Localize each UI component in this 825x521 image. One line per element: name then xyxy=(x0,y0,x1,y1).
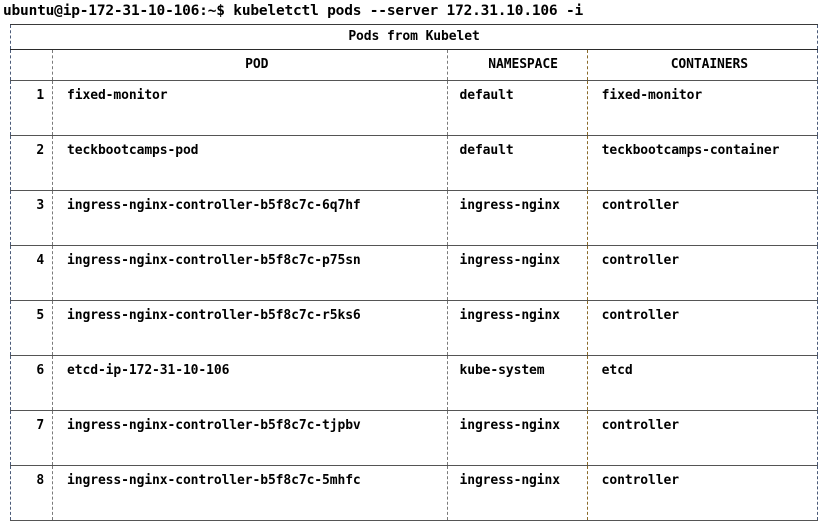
row-containers: teckbootcamps-container xyxy=(586,135,818,191)
row-namespace: default xyxy=(446,135,588,191)
row-containers: controller xyxy=(586,300,818,356)
table-row: 7 ingress-nginx-controller-b5f8c7c-tjpbv… xyxy=(10,410,818,466)
row-index: 5 xyxy=(10,300,53,356)
row-containers: controller xyxy=(586,245,818,301)
table-body: 1 fixed-monitor default fixed-monitor 2 … xyxy=(10,80,818,521)
row-index: 1 xyxy=(10,80,53,136)
row-namespace: ingress-nginx xyxy=(446,410,588,466)
row-pod: ingress-nginx-controller-b5f8c7c-5mhfc xyxy=(52,465,447,521)
row-containers: controller xyxy=(586,465,818,521)
terminal-window: ubuntu@ip-172-31-10-106:~$ kubeletctl po… xyxy=(3,3,818,521)
row-containers: etcd xyxy=(586,355,818,411)
row-pod: ingress-nginx-controller-b5f8c7c-tjpbv xyxy=(52,410,447,466)
row-pod: ingress-nginx-controller-b5f8c7c-6q7hf xyxy=(52,190,447,246)
row-index: 8 xyxy=(10,465,53,521)
row-namespace: ingress-nginx xyxy=(446,245,588,301)
pods-table: Pods from Kubelet POD NAMESPACE CONTAINE… xyxy=(10,24,818,521)
table-title: Pods from Kubelet xyxy=(10,24,818,50)
row-namespace: ingress-nginx xyxy=(446,190,588,246)
table-row: 6 etcd-ip-172-31-10-106 kube-system etcd xyxy=(10,355,818,411)
table-row: 1 fixed-monitor default fixed-monitor xyxy=(10,80,818,136)
table-title-row: Pods from Kubelet xyxy=(10,24,818,50)
column-header-pod: POD xyxy=(52,49,447,81)
table-header-row: POD NAMESPACE CONTAINERS xyxy=(10,49,818,81)
table-row: 2 teckbootcamps-pod default teckbootcamp… xyxy=(10,135,818,191)
row-containers: controller xyxy=(586,410,818,466)
row-pod: ingress-nginx-controller-b5f8c7c-p75sn xyxy=(52,245,447,301)
shell-prompt-line: ubuntu@ip-172-31-10-106:~$ kubeletctl po… xyxy=(3,3,584,19)
row-index: 4 xyxy=(10,245,53,301)
table-row: 8 ingress-nginx-controller-b5f8c7c-5mhfc… xyxy=(10,465,818,521)
row-namespace: ingress-nginx xyxy=(446,300,588,356)
row-index: 2 xyxy=(10,135,53,191)
row-index: 7 xyxy=(10,410,53,466)
pods-table-container: Pods from Kubelet POD NAMESPACE CONTAINE… xyxy=(10,24,818,521)
column-header-namespace: NAMESPACE xyxy=(446,49,588,81)
table-row: 5 ingress-nginx-controller-b5f8c7c-r5ks6… xyxy=(10,300,818,356)
row-pod: teckbootcamps-pod xyxy=(52,135,447,191)
row-pod: fixed-monitor xyxy=(52,80,447,136)
row-namespace: ingress-nginx xyxy=(446,465,588,521)
table-row: 4 ingress-nginx-controller-b5f8c7c-p75sn… xyxy=(10,245,818,301)
row-pod: etcd-ip-172-31-10-106 xyxy=(52,355,447,411)
row-index: 3 xyxy=(10,190,53,246)
column-header-index xyxy=(10,49,53,81)
row-namespace: kube-system xyxy=(446,355,588,411)
table-head: Pods from Kubelet POD NAMESPACE CONTAINE… xyxy=(10,24,818,81)
row-namespace: default xyxy=(446,80,588,136)
row-containers: fixed-monitor xyxy=(586,80,818,136)
row-index: 6 xyxy=(10,355,53,411)
row-containers: controller xyxy=(586,190,818,246)
column-header-containers: CONTAINERS xyxy=(586,49,818,81)
table-row: 3 ingress-nginx-controller-b5f8c7c-6q7hf… xyxy=(10,190,818,246)
row-pod: ingress-nginx-controller-b5f8c7c-r5ks6 xyxy=(52,300,447,356)
